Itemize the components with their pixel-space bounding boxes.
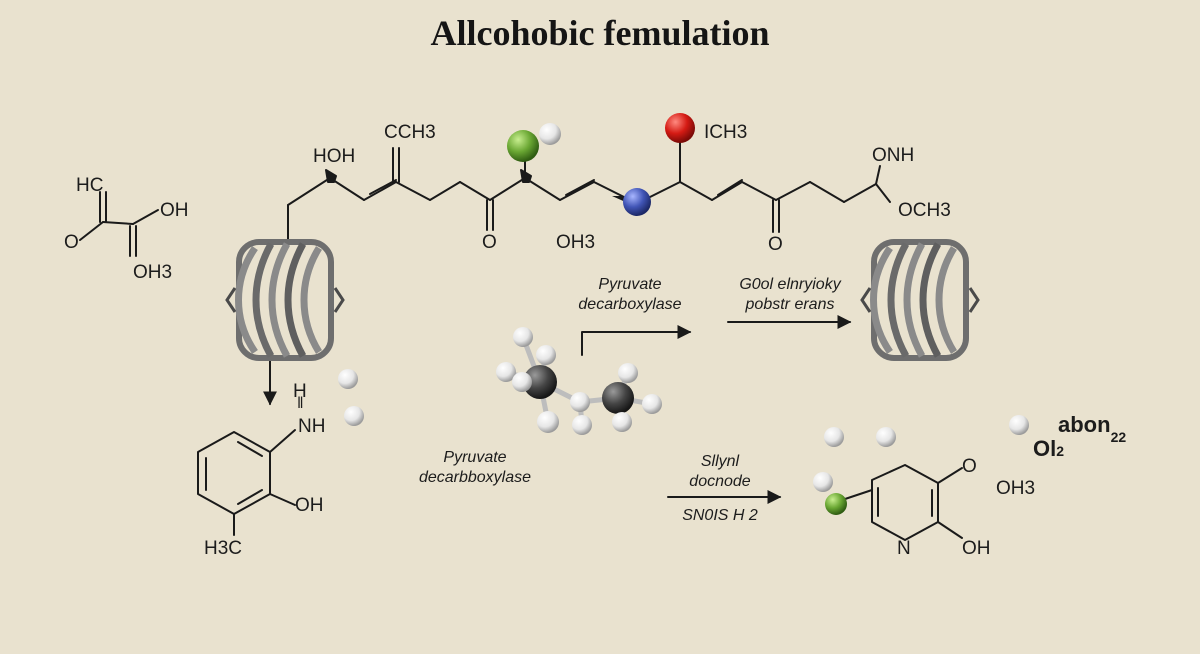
enzyme-caption-pyruvate-bottom: Pyruvate decarbboxylase [418, 449, 532, 486]
chain-onh-label: ONH [872, 145, 915, 166]
chain-hoh-label: HOH [313, 146, 356, 167]
phenol-ring-bonds [197, 429, 296, 536]
abon-species-label: abon22 [1058, 412, 1127, 445]
chain-cch3-label: CCH3 [384, 122, 436, 143]
protein-ribbon-icon [862, 242, 978, 358]
hydrogen-atom-icon [539, 123, 561, 145]
hydrogen-atom-icon [338, 369, 358, 389]
pyridine-oh-label: OH [962, 538, 991, 559]
chain-ich3-label: ICH3 [704, 122, 748, 143]
ball-stick-molecule [496, 327, 662, 435]
o2-species-label: Ol2 [1033, 436, 1065, 461]
main-chain-bonds [287, 139, 891, 243]
acid-o-label: O [64, 232, 79, 253]
acid-hc-label: HC [76, 175, 104, 196]
pyridine-oh3-label: OH3 [996, 478, 1036, 499]
hydrogen-atom-icon [1009, 415, 1029, 435]
chain-o-left-label: O [482, 232, 497, 253]
enzyme-caption-gool: G0ol elnryioky pobstr erans [739, 276, 841, 313]
phenol-h3c-label: H3C [204, 538, 243, 559]
acid-oh-label: OH [160, 200, 189, 221]
chain-o-right-label: O [768, 234, 783, 255]
pyridine-ring-bonds [841, 464, 963, 541]
chain-oh3-label: OH3 [556, 232, 596, 253]
reaction-arrows [263, 315, 852, 504]
acid-oh3-label: OH3 [133, 262, 173, 283]
enzyme-caption-pyruvate-top: Pyruvate decarboxylase [578, 276, 682, 313]
hydrogen-atom-icon [824, 427, 844, 447]
pyridine-n-label: N [897, 538, 911, 559]
enzyme-caption-silynl-bottom: SN0IS H 2 [682, 507, 758, 524]
phenol-double-bond-mark: ‖ [297, 395, 304, 412]
hydrogen-atom-icon [876, 427, 896, 447]
hydrogen-atom-icon [344, 406, 364, 426]
diagram-title: Allcohobic femulation [430, 13, 770, 53]
hydrogen-atom-icon [813, 472, 833, 492]
phenol-h-label: H [293, 381, 307, 402]
green-atom-icon [507, 130, 539, 162]
pyridine-o-label: O [962, 456, 977, 477]
phenol-oh-label: OH [295, 495, 324, 516]
chain-och3-label: OCH3 [898, 200, 951, 221]
enzyme-caption-silynl-top: Sllynl docnode [689, 453, 751, 490]
oxygen-atom-icon [665, 113, 695, 143]
green-atom-icon [825, 493, 847, 515]
acid-molecule-bonds [79, 191, 159, 257]
protein-ribbon-icon [227, 242, 343, 358]
nitrogen-atom-icon [623, 188, 651, 216]
phenol-nh-label: NH [298, 416, 326, 437]
